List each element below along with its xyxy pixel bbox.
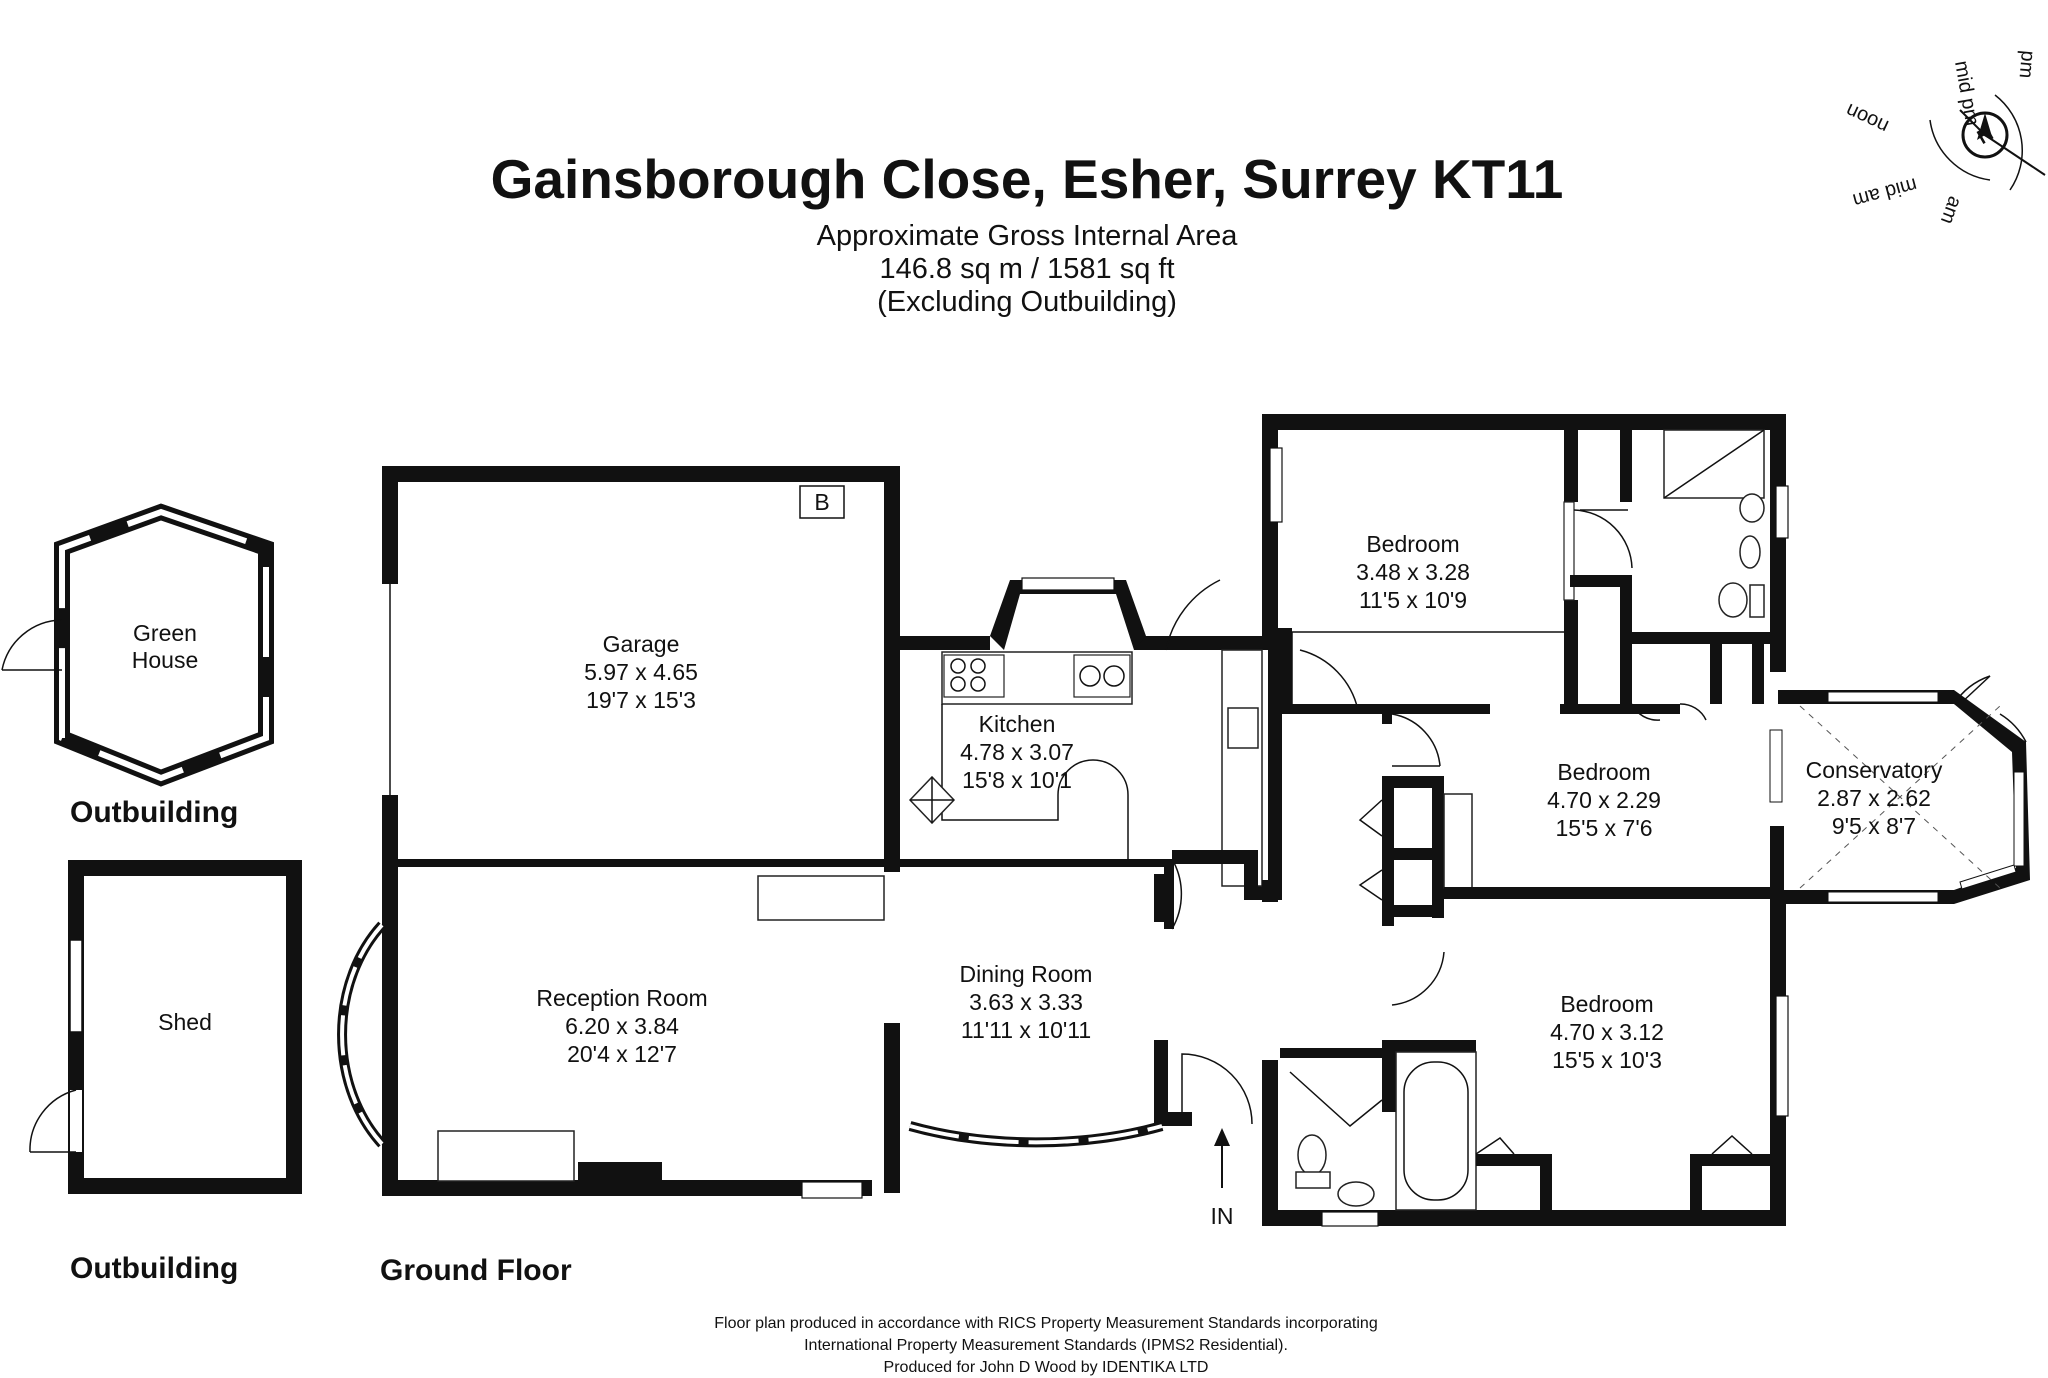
bedroom1-name: Bedroom (1366, 531, 1459, 557)
bath-icon (1395, 1051, 1477, 1211)
garage-metric: 5.97 x 4.65 (584, 659, 698, 685)
garage-imperial: 19'7 x 15'3 (586, 687, 696, 713)
footer-line-1: Floor plan produced in accordance with R… (714, 1315, 1377, 1332)
fireplace (437, 1130, 575, 1182)
shed: Shed (29, 860, 302, 1194)
area-label: Approximate Gross Internal Area (817, 220, 1239, 252)
plan-title: Gainsborough Close, Esher, Surrey KT11 (491, 148, 1564, 210)
hall-basin-icon (1227, 707, 1259, 749)
dining-metric: 3.63 x 3.33 (969, 989, 1083, 1015)
footer-line-3: Produced for John D Wood by IDENTIKA LTD (884, 1359, 1209, 1376)
conservatory-imperial: 9'5 x 8'7 (1832, 813, 1916, 839)
greenhouse-label-2: House (132, 647, 198, 673)
north-arrow-icon (1977, 113, 1993, 140)
basin-icon (1739, 493, 1765, 523)
reception-metric: 6.20 x 3.84 (565, 1013, 679, 1039)
bedroom3-metric: 4.70 x 3.12 (1550, 1019, 1664, 1045)
bedroom3-name: Bedroom (1560, 991, 1653, 1017)
entrance-label: IN (1211, 1203, 1234, 1229)
bidet-icon (1739, 535, 1761, 569)
house-walls: B (337, 414, 2030, 1227)
boiler-label: B (814, 489, 829, 515)
reception-name: Reception Room (536, 985, 707, 1011)
kitchen-imperial: 15'8 x 10'1 (962, 767, 1072, 793)
bedroom3-imperial: 15'5 x 10'3 (1552, 1047, 1662, 1073)
bedroom1-metric: 3.48 x 3.28 (1356, 559, 1470, 585)
area-note: (Excluding Outbuilding) (877, 286, 1177, 318)
dining-imperial: 11'11 x 10'11 (961, 1017, 1091, 1043)
kitchen-metric: 4.78 x 3.07 (960, 739, 1074, 765)
bedroom2-metric: 4.70 x 2.29 (1547, 787, 1661, 813)
wash-basin-icon (1337, 1181, 1375, 1207)
garage-name: Garage (603, 631, 680, 657)
ground-floor-label: Ground Floor (380, 1254, 572, 1287)
compass-am: am (1936, 193, 1966, 227)
outbuilding-label-bottom: Outbuilding (70, 1252, 238, 1285)
compass-noon: noon (1842, 99, 1892, 138)
outbuilding-label-top: Outbuilding (70, 796, 238, 829)
bedroom2-imperial: 15'5 x 7'6 (1555, 815, 1652, 841)
kitchen-name: Kitchen (979, 711, 1056, 737)
bedroom1-imperial: 11'5 x 10'9 (1359, 587, 1467, 613)
area-value: 146.8 sq m / 1581 sq ft (879, 253, 1174, 285)
room-labels: Garage 5.97 x 4.65 19'7 x 15'3 Kitchen 4… (536, 531, 1943, 1073)
greenhouse-label-1: Green (133, 620, 197, 646)
conservatory-metric: 2.87 x 2.62 (1817, 785, 1931, 811)
footer-line-2: International Property Measurement Stand… (804, 1337, 1288, 1354)
dining-name: Dining Room (960, 961, 1093, 987)
compass-mid-am: mid am (1850, 173, 1919, 211)
greenhouse: Green House (1, 503, 274, 787)
wc-icon (1297, 1134, 1327, 1176)
sink-icon (1073, 654, 1131, 698)
compass-mid-pm: mid pm (1950, 59, 1983, 127)
compass-pm: pm (2015, 50, 2039, 80)
bedroom2-name: Bedroom (1557, 759, 1650, 785)
entrance-marker: IN (1211, 1128, 1234, 1229)
conservatory-name: Conservatory (1806, 757, 1943, 783)
shed-label: Shed (158, 1009, 212, 1035)
reception-imperial: 20'4 x 12'7 (567, 1041, 677, 1067)
compass: N mid pm pm noon mid am am (1842, 50, 2046, 227)
boiler (799, 485, 845, 519)
toilet-icon (1718, 582, 1748, 618)
entrance-arrow-icon (1214, 1128, 1230, 1146)
